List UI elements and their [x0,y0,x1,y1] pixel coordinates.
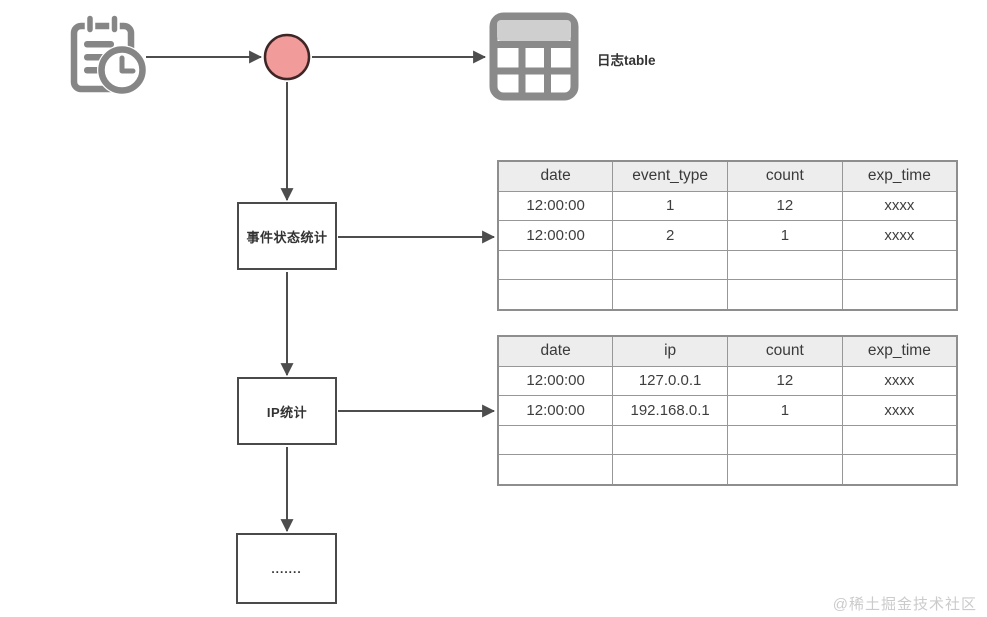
cell [612,454,728,485]
cell [497,249,614,280]
node-event-stats-label: 事件状态统计 [246,229,328,245]
column-header: exp_time [841,335,958,367]
table-row: 12:00:00 2 1 xxxx [497,220,958,251]
cell [497,279,614,310]
cell: 1 [612,190,728,221]
cell [727,454,843,485]
node-ip-stats-label: IP统计 [266,404,308,420]
cell: xxxx [841,365,958,396]
table-header-row: date ip count exp_time [497,335,958,367]
red-circle-node [263,33,311,81]
table-row: 12:00:00 1 12 xxxx [497,190,958,221]
cell [497,454,614,485]
cell: 1 [727,395,843,426]
cell: 2 [612,220,728,251]
column-header: ip [612,335,728,367]
node-ip-stats: IP统计 [237,377,337,445]
watermark: @稀土掘金技术社区 [832,596,977,613]
column-header: count [727,160,843,192]
cell: 12:00:00 [497,220,614,251]
cell: 12:00:00 [497,395,614,426]
cell: 12:00:00 [497,365,614,396]
column-header: exp_time [841,160,958,192]
cell: 192.168.0.1 [612,395,728,426]
cell [727,424,843,455]
cell: 12 [727,365,843,396]
event-stats-table: date event_type count exp_time 12:00:00 … [497,160,958,311]
column-header: count [727,335,843,367]
cell [727,279,843,310]
log-table-label: 日志table [597,53,656,68]
table-row [497,249,958,280]
cell [841,279,958,310]
ip-stats-table: date ip count exp_time 12:00:00 127.0.0.… [497,335,958,486]
table-row: 12:00:00 127.0.0.1 12 xxxx [497,365,958,396]
cell [497,424,614,455]
table-row [497,454,958,485]
cell: 12:00:00 [497,190,614,221]
calendar-clock-icon [70,13,147,95]
cell: xxxx [841,220,958,251]
cell [612,279,728,310]
cell [612,424,728,455]
cell [612,249,728,280]
cell: 12 [727,190,843,221]
table-icon [489,12,579,101]
column-header: date [497,335,614,367]
cell [841,454,958,485]
cell: 1 [727,220,843,251]
table-row [497,424,958,455]
cell: 127.0.0.1 [612,365,728,396]
cell: xxxx [841,190,958,221]
table-header-row: date event_type count exp_time [497,160,958,192]
cell [841,424,958,455]
node-more: ....... [236,533,337,604]
column-header: date [497,160,614,192]
node-more-label: ....... [271,561,302,576]
node-event-stats: 事件状态统计 [237,202,337,270]
column-header: event_type [612,160,728,192]
table-row: 12:00:00 192.168.0.1 1 xxxx [497,395,958,426]
cell: xxxx [841,395,958,426]
table-row [497,279,958,310]
cell [841,249,958,280]
cell [727,249,843,280]
